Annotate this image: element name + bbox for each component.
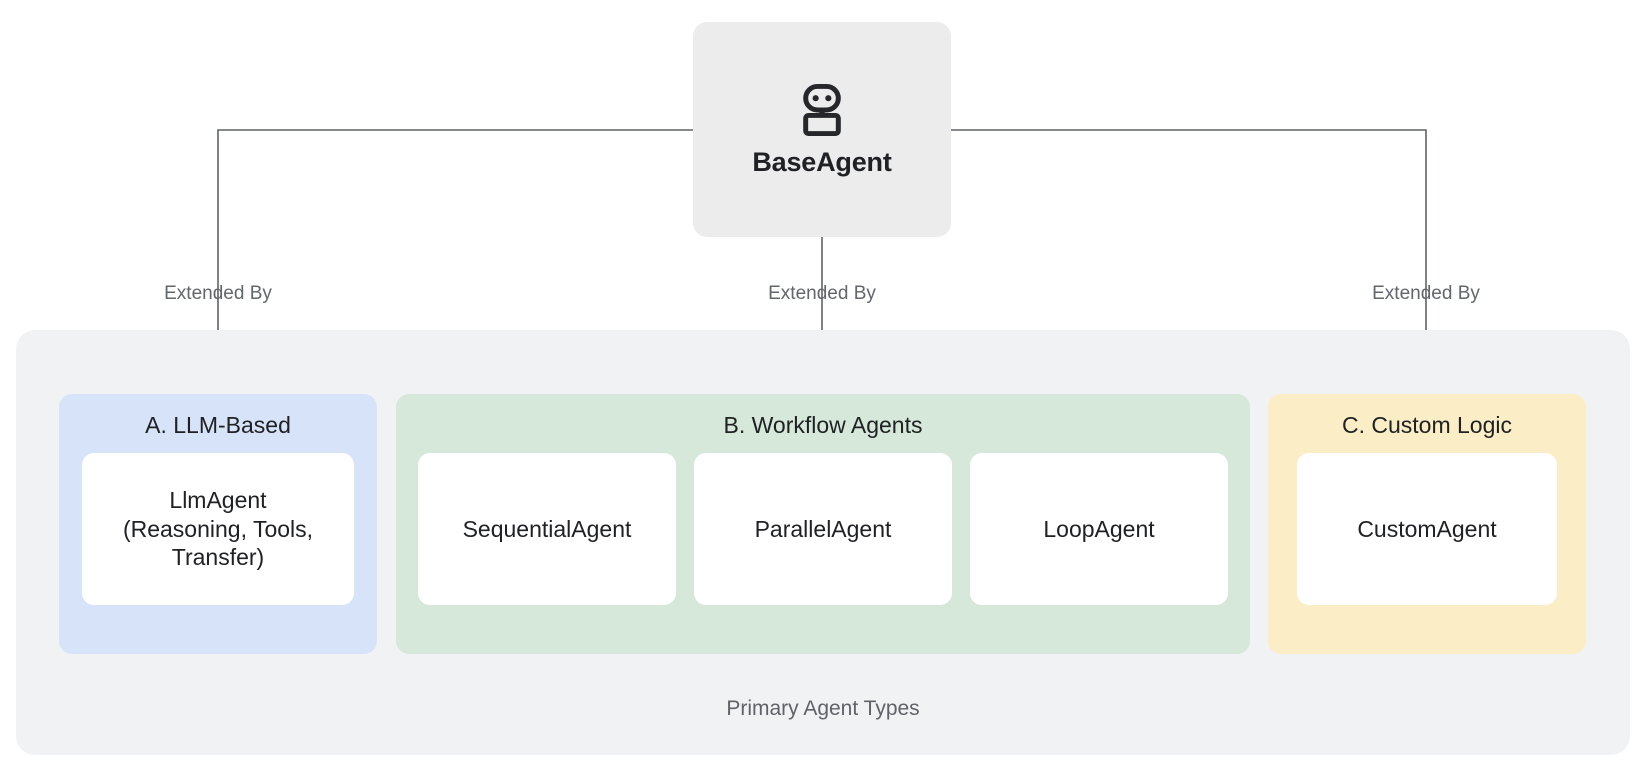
category-body-workflow-agents: SequentialAgent ParallelAgent LoopAgent xyxy=(396,453,1250,605)
category-title-custom-logic: C. Custom Logic xyxy=(1341,412,1512,438)
base-agent-node[interactable]: BaseAgent xyxy=(693,22,951,237)
category-workflow-agents[interactable]: B. Workflow Agents SequentialAgent Paral… xyxy=(396,394,1250,654)
category-title-llm-based: A. LLM-Based xyxy=(145,412,291,438)
robot-icon xyxy=(803,83,841,137)
agent-node-loopagent[interactable]: LoopAgent xyxy=(970,453,1228,605)
category-llm-based[interactable]: A. LLM-Based LlmAgent(Reasoning, Tools,T… xyxy=(59,394,377,654)
category-body-custom-logic: CustomAgent xyxy=(1268,453,1586,605)
agent-node-customagent[interactable]: CustomAgent xyxy=(1297,453,1557,605)
edge-label-extended-by-middle: Extended By xyxy=(768,283,876,304)
agent-node-llmagent[interactable]: LlmAgent(Reasoning, Tools,Transfer) xyxy=(82,453,354,605)
edge-label-extended-by-right: Extended By xyxy=(1372,283,1480,304)
panel-caption: Primary Agent Types xyxy=(726,697,920,720)
base-agent-label: BaseAgent xyxy=(752,147,892,177)
category-body-llm-based: LlmAgent(Reasoning, Tools,Transfer) xyxy=(59,453,377,605)
category-custom-logic[interactable]: C. Custom Logic CustomAgent xyxy=(1268,394,1586,654)
category-title-workflow-agents: B. Workflow Agents xyxy=(723,412,923,438)
edge-label-extended-by-left: Extended By xyxy=(164,283,272,304)
agent-node-parallelagent[interactable]: ParallelAgent xyxy=(694,453,952,605)
agent-node-sequentialagent[interactable]: SequentialAgent xyxy=(418,453,676,605)
